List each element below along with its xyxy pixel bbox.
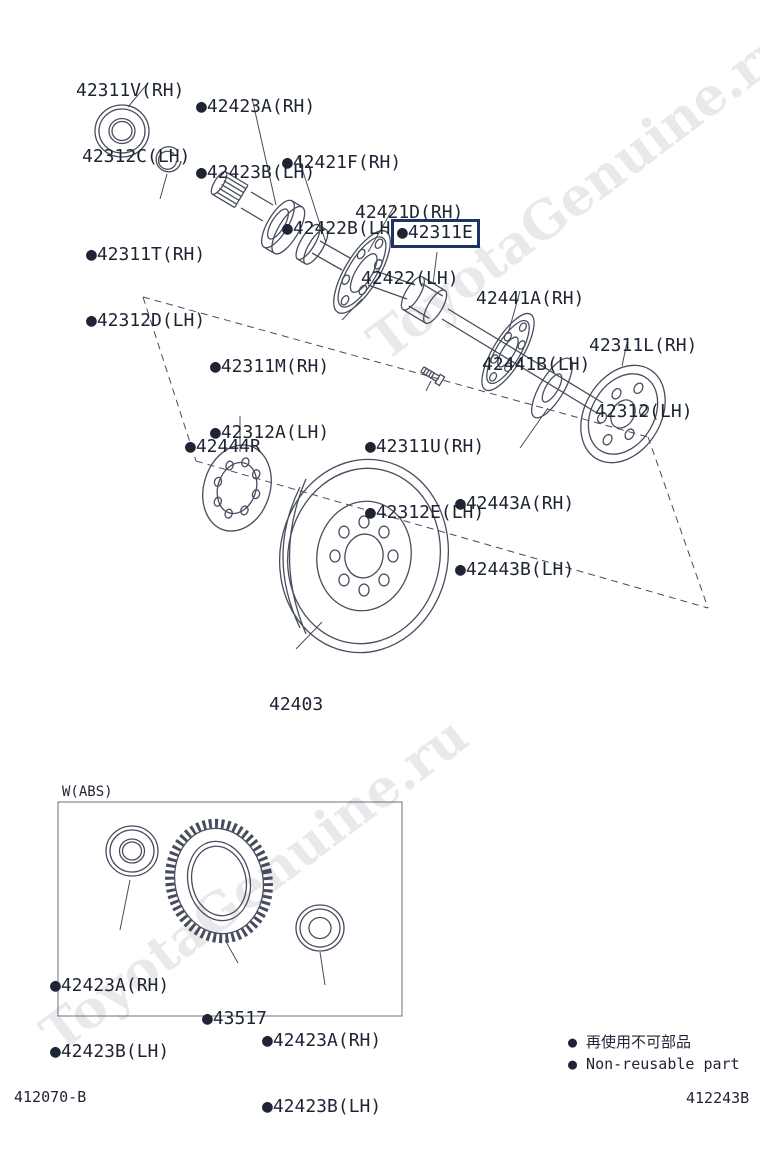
label-42311M-rh[interactable]: ●42311M(RH) <box>210 356 330 377</box>
callout-42443A: ●42443A(RH) ●42443B(LH) <box>455 449 574 625</box>
abs-group-label: W(ABS) <box>62 784 113 800</box>
gasket-drawing <box>202 444 272 532</box>
callout-42403: 42403 <box>269 650 323 760</box>
thrust-washer-drawing <box>531 357 573 419</box>
abs-seal-drawing <box>295 904 345 952</box>
label-42311T-rh[interactable]: ●42311T(RH) <box>86 244 206 265</box>
label-42423A-rh-3[interactable]: ●42423A(RH) <box>262 1030 382 1051</box>
doc-code-left: 412070-B <box>14 1088 87 1106</box>
label-42311L-rh[interactable]: 42311L(RH) <box>589 335 698 356</box>
bearing-drawing <box>94 104 150 158</box>
label-42421F-rh[interactable]: ●42421F(RH) <box>282 152 402 173</box>
callout-42423A-top: ●42423A(RH) ●42423B(LH) <box>196 52 315 228</box>
parts-diagram-page: ToyotaGenuine.ru ToyotaGenuine.ru 42311V… <box>14 13 760 1117</box>
label-42422B-lh[interactable]: ●42422B(LH) <box>282 218 402 239</box>
callout-42423A-abs-left: ●42423A(RH) ●42423B(LH) <box>50 931 169 1107</box>
label-42441A-rh[interactable]: 42441A(RH) <box>476 288 585 309</box>
doc-code-right: 412243B <box>686 1089 750 1107</box>
callout-42311T: ●42311T(RH) ●42312D(LH) <box>86 200 205 376</box>
callout-42423A-abs-right: ●42423A(RH) ●42423B(LH) <box>262 986 381 1162</box>
label-42423B-lh-1[interactable]: ●42423B(LH) <box>196 162 316 183</box>
axle-spline-tip-drawing <box>210 170 249 209</box>
label-42312A-lh[interactable]: ●42312A(LH) <box>210 422 330 443</box>
label-42311E-selected[interactable]: ●42311E <box>391 219 480 248</box>
label-42423A-rh-1[interactable]: ●42423A(RH) <box>196 96 316 117</box>
callout-42421D: 42421D(RH) 42422(LH) <box>355 158 463 334</box>
label-42422-lh[interactable]: 42422(LH) <box>361 268 459 289</box>
callout-42441A: 42441A(RH) 42441B(LH) <box>476 244 590 420</box>
legend-non-reusable-jp: ● 再使用不可部品 <box>568 1033 692 1051</box>
callout-42311M: ●42311M(RH) ●42312A(LH) <box>210 312 329 488</box>
hub-bolt-drawing <box>420 366 446 387</box>
label-42423B-lh-2[interactable]: ●42423B(LH) <box>50 1041 170 1062</box>
label-42312E-lh[interactable]: ●42312E(LH) <box>365 502 485 523</box>
label-42444R[interactable]: ●42444R <box>185 436 261 457</box>
callout-42444R: ●42444R <box>185 392 261 502</box>
legend-non-reusable-en: ● Non-reusable part <box>568 1055 740 1073</box>
brake-flange-drawing <box>481 312 535 392</box>
axle-shaft-flange-drawing <box>333 230 391 314</box>
axle-hub-drawing <box>580 364 666 464</box>
label-42423B-lh-3[interactable]: ●42423B(LH) <box>262 1096 382 1117</box>
callout-43517: ●43517 <box>202 964 267 1074</box>
callout-42311V: 42311V(RH) 42312C(LH) <box>76 36 190 212</box>
brake-drum-drawing <box>278 458 450 654</box>
snap-ring-icon <box>155 146 182 173</box>
callout-42311U: ●42311U(RH) ●42312E(LH) <box>365 392 484 568</box>
label-42312-lh[interactable]: 42312(LH) <box>595 401 693 422</box>
label-42403[interactable]: 42403 <box>269 694 324 715</box>
label-42443A-rh[interactable]: ●42443A(RH) <box>455 493 575 514</box>
bearing-race-drawing <box>295 223 329 265</box>
label-42311V-rh[interactable]: 42311V(RH) <box>76 80 185 101</box>
label-42312C-lh[interactable]: 42312C(LH) <box>82 146 191 167</box>
bearing-spacer-drawing <box>400 275 448 325</box>
label-42312D-lh[interactable]: ●42312D(LH) <box>86 310 206 331</box>
inner-bearing-drawing <box>261 199 306 255</box>
axle-diagram-drawing <box>57 82 709 1017</box>
callout-42311L: 42311L(RH) 42312(LH) <box>589 291 697 467</box>
label-42421D-rh[interactable]: 42421D(RH) <box>355 202 464 223</box>
abs-bearing-drawing <box>105 825 159 877</box>
projection-plane-dashed-lines <box>142 296 709 609</box>
label-42311U-rh[interactable]: ●42311U(RH) <box>365 436 485 457</box>
abs-tone-ring-drawing <box>165 818 273 944</box>
label-42423A-rh-2[interactable]: ●42423A(RH) <box>50 975 170 996</box>
label-43517[interactable]: ●43517 <box>202 1008 268 1029</box>
label-42443B-lh[interactable]: ●42443B(LH) <box>455 559 575 580</box>
label-42441B-lh[interactable]: 42441B(LH) <box>482 354 591 375</box>
shaft-connectors <box>240 191 604 414</box>
abs-variant-box <box>57 801 403 1017</box>
callout-42421F: ●42421F(RH) ●42422B(LH) <box>282 108 401 284</box>
